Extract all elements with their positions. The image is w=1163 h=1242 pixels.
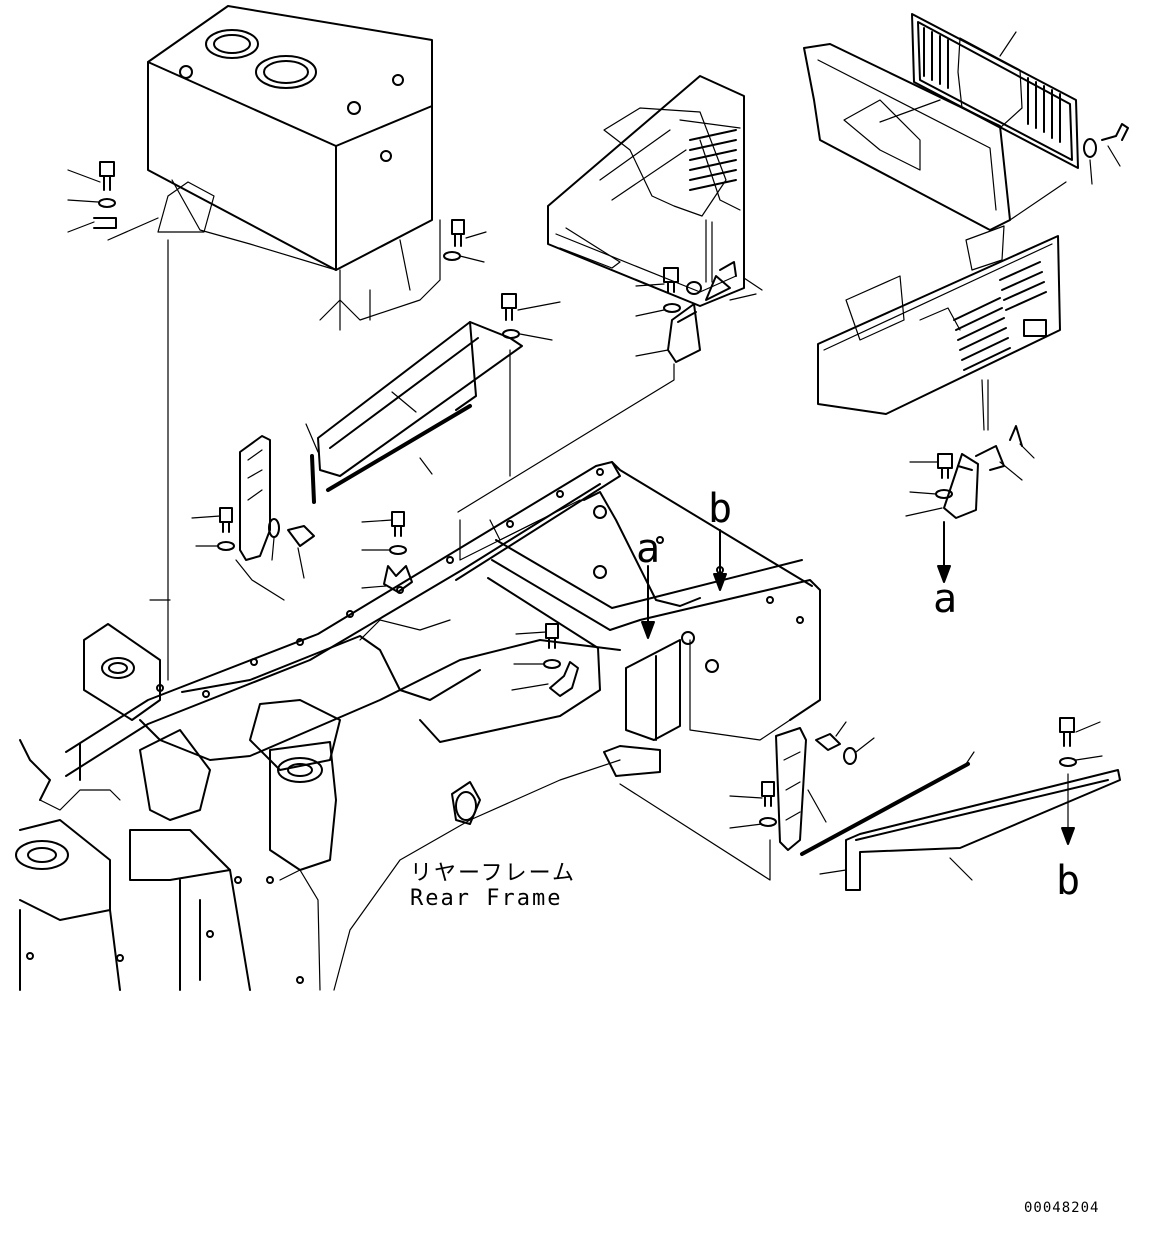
frame-label-jp: リヤーフレーム	[410, 861, 576, 886]
frame-label-en: Rear Frame	[410, 886, 562, 911]
tank-bolt-set	[67, 161, 169, 681]
mid-bolt-set	[361, 511, 413, 593]
left-bracket-set	[191, 423, 319, 579]
drawing-number: 00048204	[1024, 1200, 1099, 1216]
arrow-label-a-top: a	[636, 526, 660, 572]
hydraulic-tank	[147, 5, 441, 331]
arrow-label-b-bottom: b	[1056, 858, 1080, 904]
latch-set-right	[905, 425, 1035, 583]
cooling-frame-upper	[547, 75, 745, 307]
hinge-bracket-upper	[457, 261, 763, 513]
right-bracket-set	[619, 717, 1121, 891]
rear-frame	[15, 461, 821, 991]
lower-bolt-set	[511, 623, 579, 697]
tank-mount-bolts	[443, 219, 487, 263]
front-grille	[803, 13, 1129, 231]
reference-arrows	[641, 529, 727, 639]
trim-strip-upper	[235, 293, 561, 601]
arrow-label-a-bottom: a	[933, 576, 957, 622]
arrow-label-b-top: b	[708, 486, 732, 532]
side-cover-panel	[817, 225, 1061, 431]
